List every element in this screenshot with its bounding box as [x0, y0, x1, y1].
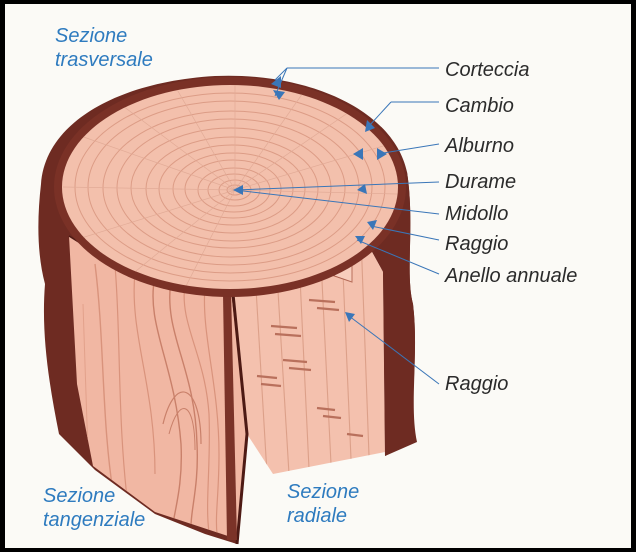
radial-section-label-line1: Sezione [287, 480, 359, 504]
tangential-section-label: Sezione tangenziale [43, 484, 145, 532]
pith-label: Midollo [445, 202, 508, 226]
transverse-section-label-line2: trasversale [55, 48, 153, 72]
radial-section-label-line2: radiale [287, 504, 359, 528]
diagram-canvas: Sezione trasversale Sezione tangenziale … [5, 4, 631, 548]
radial-section-label: Sezione radiale [287, 480, 359, 528]
radial-ray-label: Raggio [445, 372, 508, 396]
annual-ring-label: Anello annuale [445, 264, 577, 288]
transverse-section-label: Sezione trasversale [55, 24, 153, 72]
sapwood-label: Alburno [445, 134, 514, 158]
heartwood-label: Durame [445, 170, 516, 194]
transverse-section-face [54, 77, 406, 297]
bark-label: Corteccia [445, 58, 529, 82]
tangential-section-label-line1: Sezione [43, 484, 145, 508]
ray-label: Raggio [445, 232, 508, 256]
transverse-section-label-line1: Sezione [55, 24, 153, 48]
tangential-section-label-line2: tangenziale [43, 508, 145, 532]
cambium-label: Cambio [445, 94, 514, 118]
